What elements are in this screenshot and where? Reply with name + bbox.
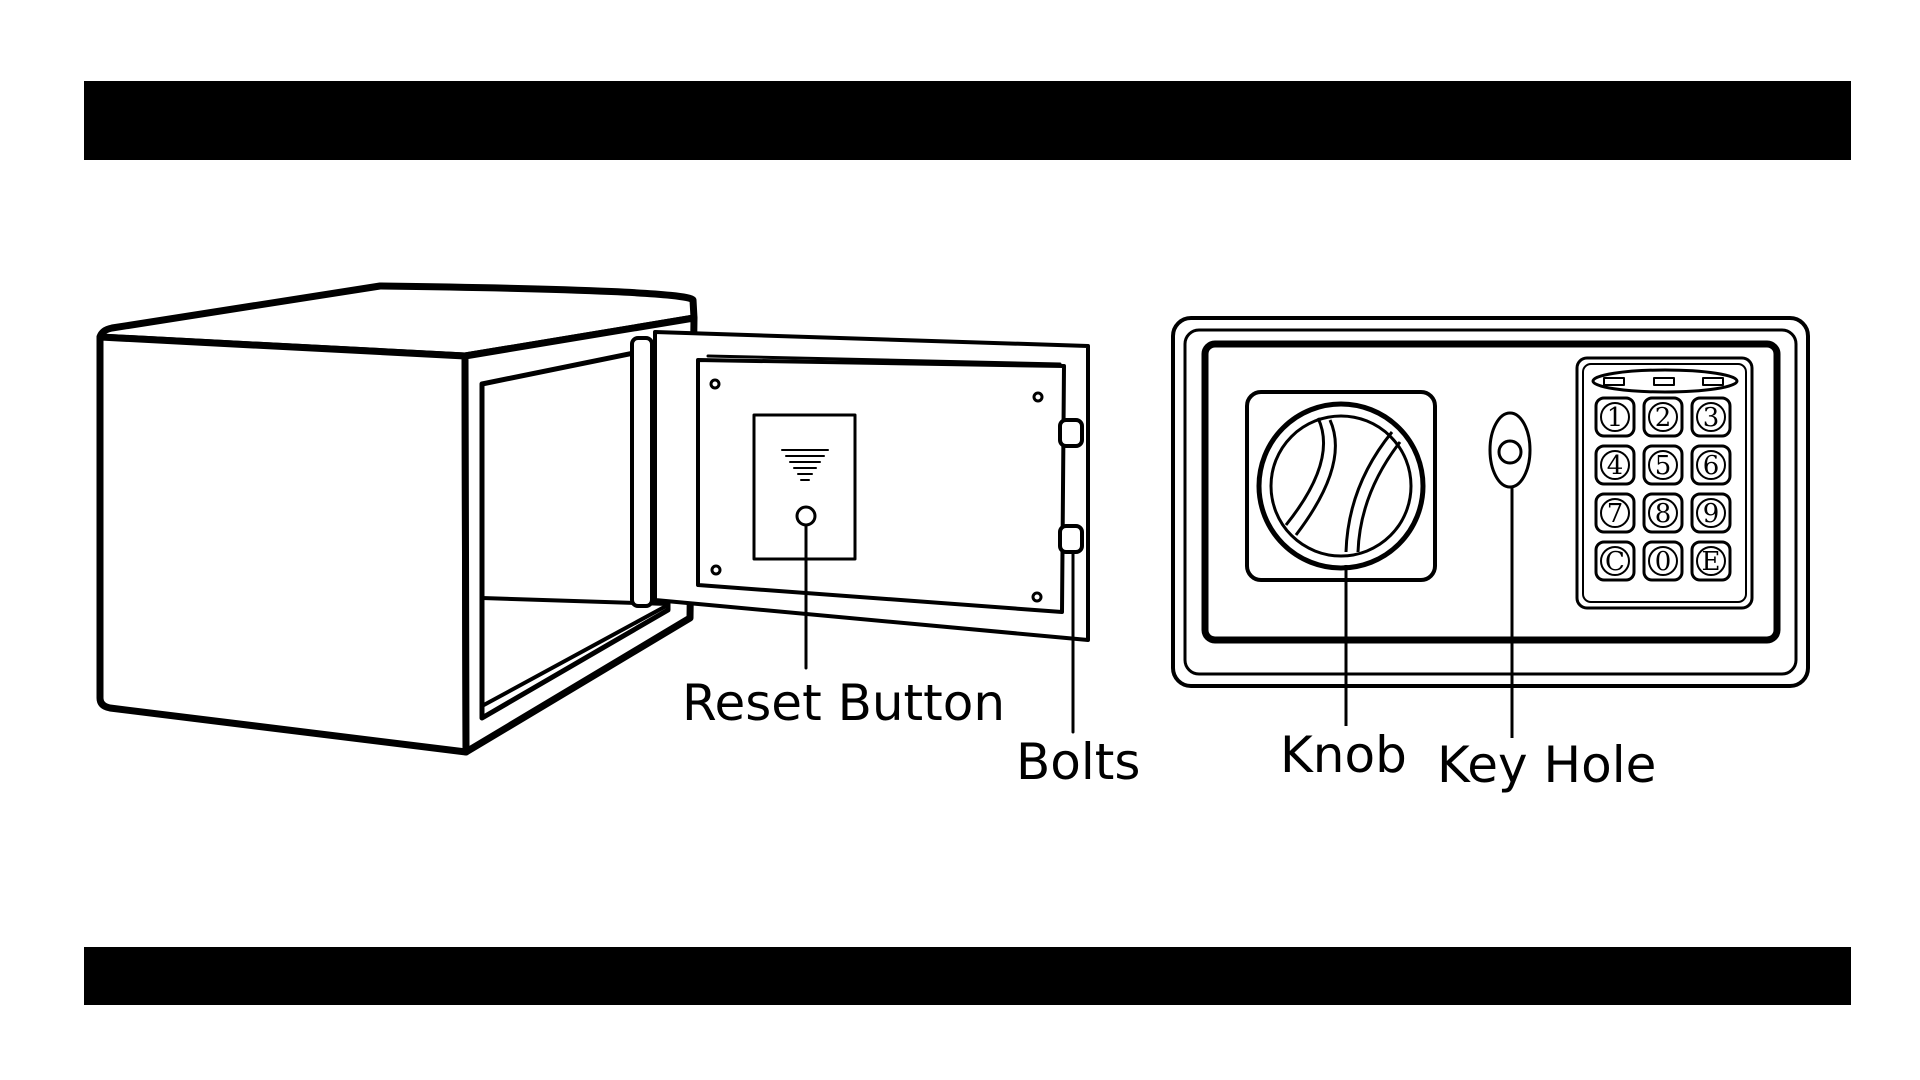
bolts-label: Bolts	[1016, 737, 1140, 787]
key-hole-label: Key Hole	[1437, 740, 1656, 790]
keypad-key-label: C	[1605, 547, 1625, 577]
screw	[711, 380, 719, 388]
keypad-key-label: E	[1702, 547, 1721, 577]
bolt-lower	[1060, 526, 1082, 552]
bolt-upper	[1060, 420, 1082, 446]
key-hole-opening	[1499, 441, 1521, 463]
screw	[1033, 593, 1041, 601]
reset-button-hole	[797, 507, 815, 525]
key-hole	[1490, 413, 1530, 487]
keypad-key-label: 9	[1703, 499, 1720, 529]
reset-button-label: Reset Button	[682, 678, 1005, 728]
keypad-key-label: 7	[1607, 499, 1624, 529]
keypad-key-2: 2	[1644, 398, 1682, 436]
screw	[1034, 393, 1042, 401]
keypad-key-label: 3	[1703, 403, 1720, 433]
keypad-key-0: 0	[1644, 542, 1682, 580]
keypad-key-1: 1	[1596, 398, 1634, 436]
led-indicator	[1654, 378, 1674, 385]
led-indicator	[1604, 378, 1624, 385]
keypad-key-label: 4	[1607, 451, 1624, 481]
keypad-key-label: 0	[1655, 547, 1672, 577]
knob	[1247, 392, 1435, 580]
keypad-key-6: 6	[1692, 446, 1730, 484]
screw	[712, 566, 720, 574]
keypad-key-label: 2	[1655, 403, 1672, 433]
knob-label: Knob	[1280, 730, 1407, 780]
safe-side-face	[100, 337, 466, 752]
keypad-key-9: 9	[1692, 494, 1730, 532]
keypad-key-c: C	[1596, 542, 1634, 580]
keypad-key-7: 7	[1596, 494, 1634, 532]
led-indicator	[1703, 378, 1723, 385]
keypad-key-5: 5	[1644, 446, 1682, 484]
keypad-key-4: 4	[1596, 446, 1634, 484]
keypad-key-label: 5	[1655, 451, 1672, 481]
keypad-key-3: 3	[1692, 398, 1730, 436]
keypad-key-label: 1	[1607, 403, 1624, 433]
keypad-key-8: 8	[1644, 494, 1682, 532]
keypad-key-e: E	[1692, 542, 1730, 580]
keypad-key-label: 6	[1703, 451, 1720, 481]
hinge	[632, 338, 652, 606]
keypad-key-label: 8	[1655, 499, 1672, 529]
knob-dial	[1271, 416, 1411, 556]
